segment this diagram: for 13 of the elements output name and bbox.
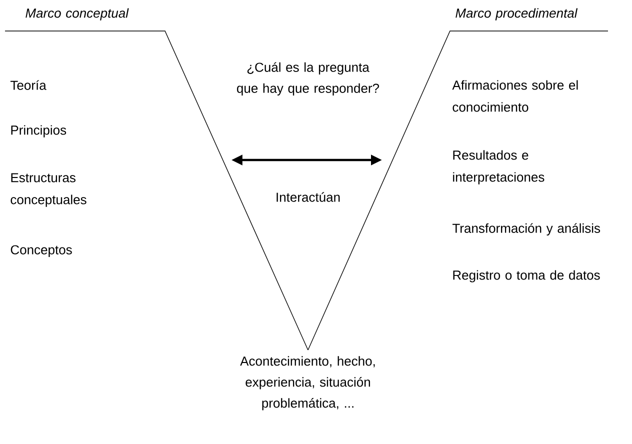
edge-label: Interactúan (274, 191, 342, 203)
term-text: Estructuras conceptuales (10, 173, 86, 207)
term-text: Registro o toma de datos (453, 270, 600, 282)
term-text: Resultados e interpretaciones (453, 150, 544, 184)
term-text: Principios (11, 125, 66, 138)
term-text: Afirmaciones sobre el conocimiento (452, 80, 578, 112)
term-text: Transformación y análisis (452, 223, 600, 236)
caption-text: Acontecimiento, hecho, experiencia, situación problemática, ... (240, 356, 375, 410)
heading: Marco procedimental (456, 8, 578, 20)
caption-text: ¿Cuál es la pregunta que hay que responder? (237, 62, 380, 96)
heading: Marco conceptual (26, 8, 129, 20)
term-text: Conceptos (10, 245, 72, 257)
term-text: Teoría (10, 80, 46, 90)
